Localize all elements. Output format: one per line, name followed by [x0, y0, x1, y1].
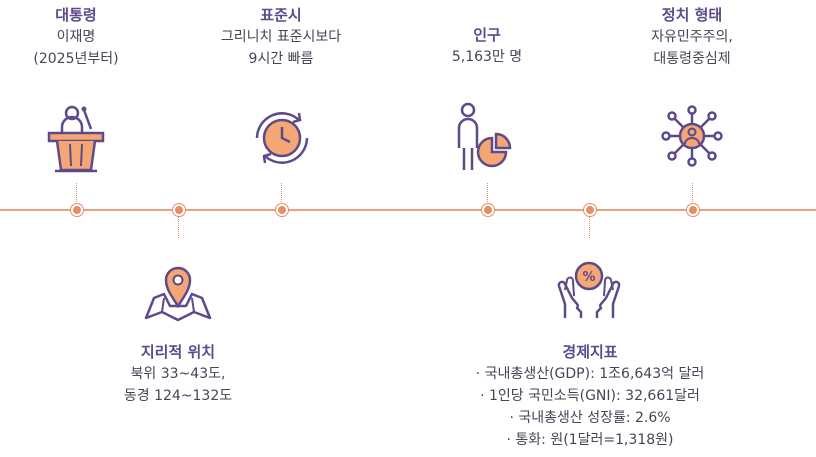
- person-pie-chart-icon: [457, 102, 512, 170]
- population-line-1: 5,163만 명: [451, 49, 523, 65]
- politics-title: 정치 형태: [661, 6, 723, 24]
- timeline-node-location: [173, 204, 185, 216]
- president-block: 대통령 이재명 (2025년부터): [6, 4, 146, 70]
- economy-line-4: · 통화: 원(1달러=1,318원): [506, 432, 674, 448]
- time-line-2: 9시간 빠름: [248, 51, 314, 67]
- stem-location: [178, 216, 179, 238]
- economy-line-2: · 1인당 국민소득(GNI): 32,661달러: [480, 388, 700, 404]
- stem-economy: [589, 216, 590, 238]
- timeline-node-time: [276, 204, 288, 216]
- economy-line-3: · 국내총생산 성장률: 2.6%: [509, 410, 671, 426]
- stem-time: [281, 183, 282, 202]
- podium-speaker-icon: [47, 105, 105, 173]
- stem-politics: [692, 183, 693, 202]
- population-block: 인구 5,163만 명: [417, 24, 557, 68]
- president-line-1: 이재명: [56, 29, 96, 45]
- politics-line-2: 대통령중심제: [653, 51, 731, 67]
- timeline-node-economy: [584, 204, 596, 216]
- location-block: 지리적 위치 북위 33~43도, 동경 124~132도: [98, 341, 258, 407]
- politics-block: 정치 형태 자유민주주의, 대통령중심제: [612, 4, 772, 70]
- timeline-node-politics: [687, 204, 699, 216]
- time-block: 표준시 그리니치 표준시보다 9시간 빠름: [196, 4, 366, 70]
- president-line-2: (2025년부터): [33, 51, 119, 67]
- timeline-line: [0, 209, 816, 211]
- map-pin-icon: [144, 266, 212, 322]
- svg-text:%: %: [582, 270, 595, 285]
- population-title: 인구: [473, 26, 501, 44]
- stem-population: [487, 183, 488, 202]
- president-title: 대통령: [55, 6, 97, 24]
- clock-cycle-icon: [255, 112, 309, 164]
- network-person-icon: [661, 105, 723, 167]
- location-line-2: 동경 124~132도: [123, 388, 233, 404]
- economy-line-1: · 국내총생산(GDP): 1조6,643억 달러: [475, 366, 705, 382]
- stem-president: [76, 183, 77, 202]
- time-title: 표준시: [260, 6, 302, 24]
- location-line-1: 북위 33~43도,: [130, 366, 226, 382]
- location-title: 지리적 위치: [140, 343, 216, 361]
- economy-block: 경제지표 · 국내총생산(GDP): 1조6,643억 달러 · 1인당 국민소…: [440, 341, 740, 451]
- time-line-1: 그리니치 표준시보다: [220, 29, 342, 45]
- timeline-node-president: [71, 204, 83, 216]
- politics-line-1: 자유민주주의,: [651, 29, 733, 45]
- timeline-node-population: [482, 204, 494, 216]
- hands-percent-icon: %: [557, 261, 621, 318]
- economy-title: 경제지표: [562, 343, 618, 361]
